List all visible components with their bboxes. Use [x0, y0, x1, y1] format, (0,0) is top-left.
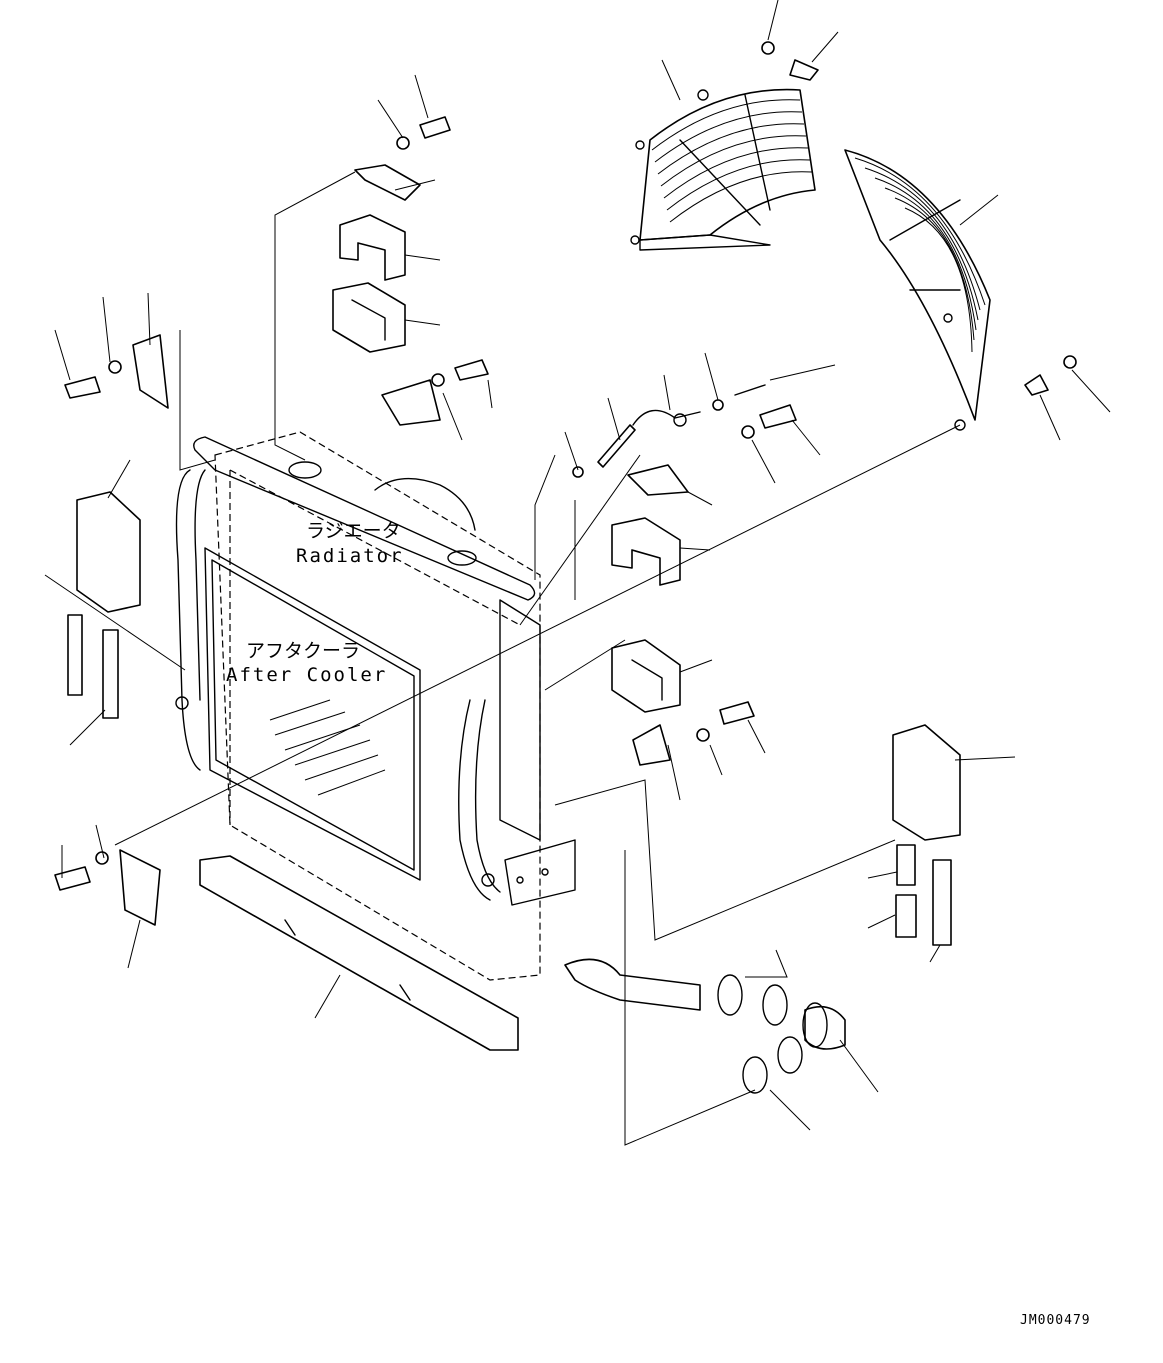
seal-left-strips: [67, 614, 119, 719]
aftercooler-label-en: After Cooler: [226, 664, 388, 686]
rubber-hose: [802, 1002, 846, 1050]
rubber-mount-3: [611, 517, 681, 586]
hose-clamps: [717, 974, 803, 1094]
aircooler-tube: [564, 958, 701, 1011]
bracket-lower-right: [632, 724, 671, 766]
fan-guard-upper: [630, 88, 816, 251]
bracket-mid: [381, 379, 441, 426]
bracket-top: [354, 164, 421, 201]
seal-left-block: [76, 491, 141, 613]
leader-lines: [54, 0, 1111, 1131]
bracket-left-upper: [132, 334, 169, 409]
bracket-left-lower: [119, 849, 161, 926]
seal-right-block: [892, 724, 961, 841]
bracket-mid-right: [627, 464, 689, 496]
radiator-label-en: Radiator: [296, 545, 404, 567]
radiator-label-jp: ラジエータ: [306, 520, 401, 542]
aftercooler-label-jp: アフタクーラ: [246, 640, 361, 662]
rubber-mount-2: [332, 282, 406, 353]
rubber-mount-1: [339, 214, 406, 281]
drawing-code: JM000479: [1020, 1313, 1091, 1328]
seal-right-strips: [895, 844, 952, 946]
rubber-mount-4: [611, 639, 681, 713]
fan-guard-lower: [844, 149, 991, 431]
reference-lines: [44, 171, 961, 1146]
radiator-assembly: [175, 431, 576, 981]
seal-bottom-long: [199, 855, 519, 1051]
